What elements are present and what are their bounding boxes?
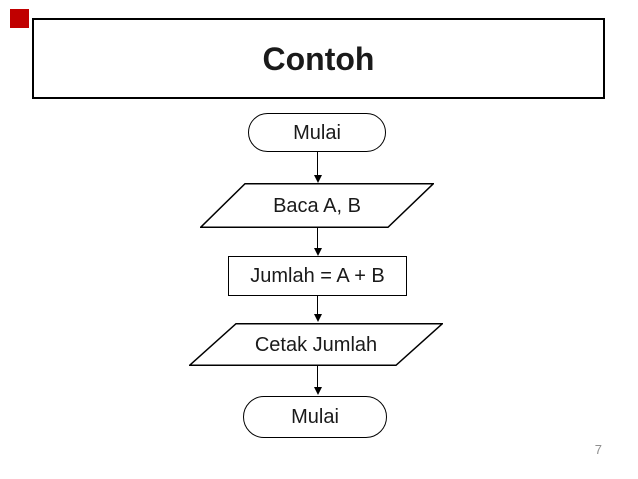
flow-arrow-2	[313, 228, 322, 256]
flowchart-node-start: Mulai	[248, 113, 386, 152]
parallelogram-outline	[200, 183, 434, 228]
flow-arrow-4	[313, 365, 322, 395]
slide-title: Contoh	[262, 40, 375, 77]
flow-arrow-line	[316, 152, 319, 175]
node-process-label: Jumlah = A + B	[250, 265, 385, 287]
node-input-label: Baca A, B	[273, 194, 361, 217]
flowchart-node-input: Baca A, B	[200, 183, 434, 228]
parallelogram-shape	[189, 323, 443, 366]
flowchart-node-output: Cetak Jumlah	[189, 323, 443, 366]
flowchart-node-end: Mulai	[243, 396, 387, 438]
node-end-label: Mulai	[291, 406, 339, 428]
flow-arrowhead-icon	[313, 175, 322, 183]
flow-arrow-line	[316, 228, 319, 248]
flowchart-node-process: Jumlah = A + B	[228, 256, 407, 296]
flow-arrowhead-icon	[313, 387, 322, 395]
slide-title-box: Contoh	[32, 18, 605, 99]
node-start-label: Mulai	[293, 121, 341, 144]
flow-arrow-1	[313, 152, 322, 183]
parallelogram-outline	[189, 323, 443, 366]
flow-arrow-line	[316, 295, 319, 314]
flow-arrowhead-icon	[313, 248, 322, 256]
red-accent-square	[10, 9, 29, 28]
page-number: 7	[594, 442, 602, 457]
flow-arrow-line	[316, 365, 319, 387]
flow-arrow-3	[313, 295, 322, 322]
node-output-label: Cetak Jumlah	[254, 333, 378, 356]
parallelogram-shape	[200, 183, 434, 228]
flow-arrowhead-icon	[313, 314, 322, 322]
